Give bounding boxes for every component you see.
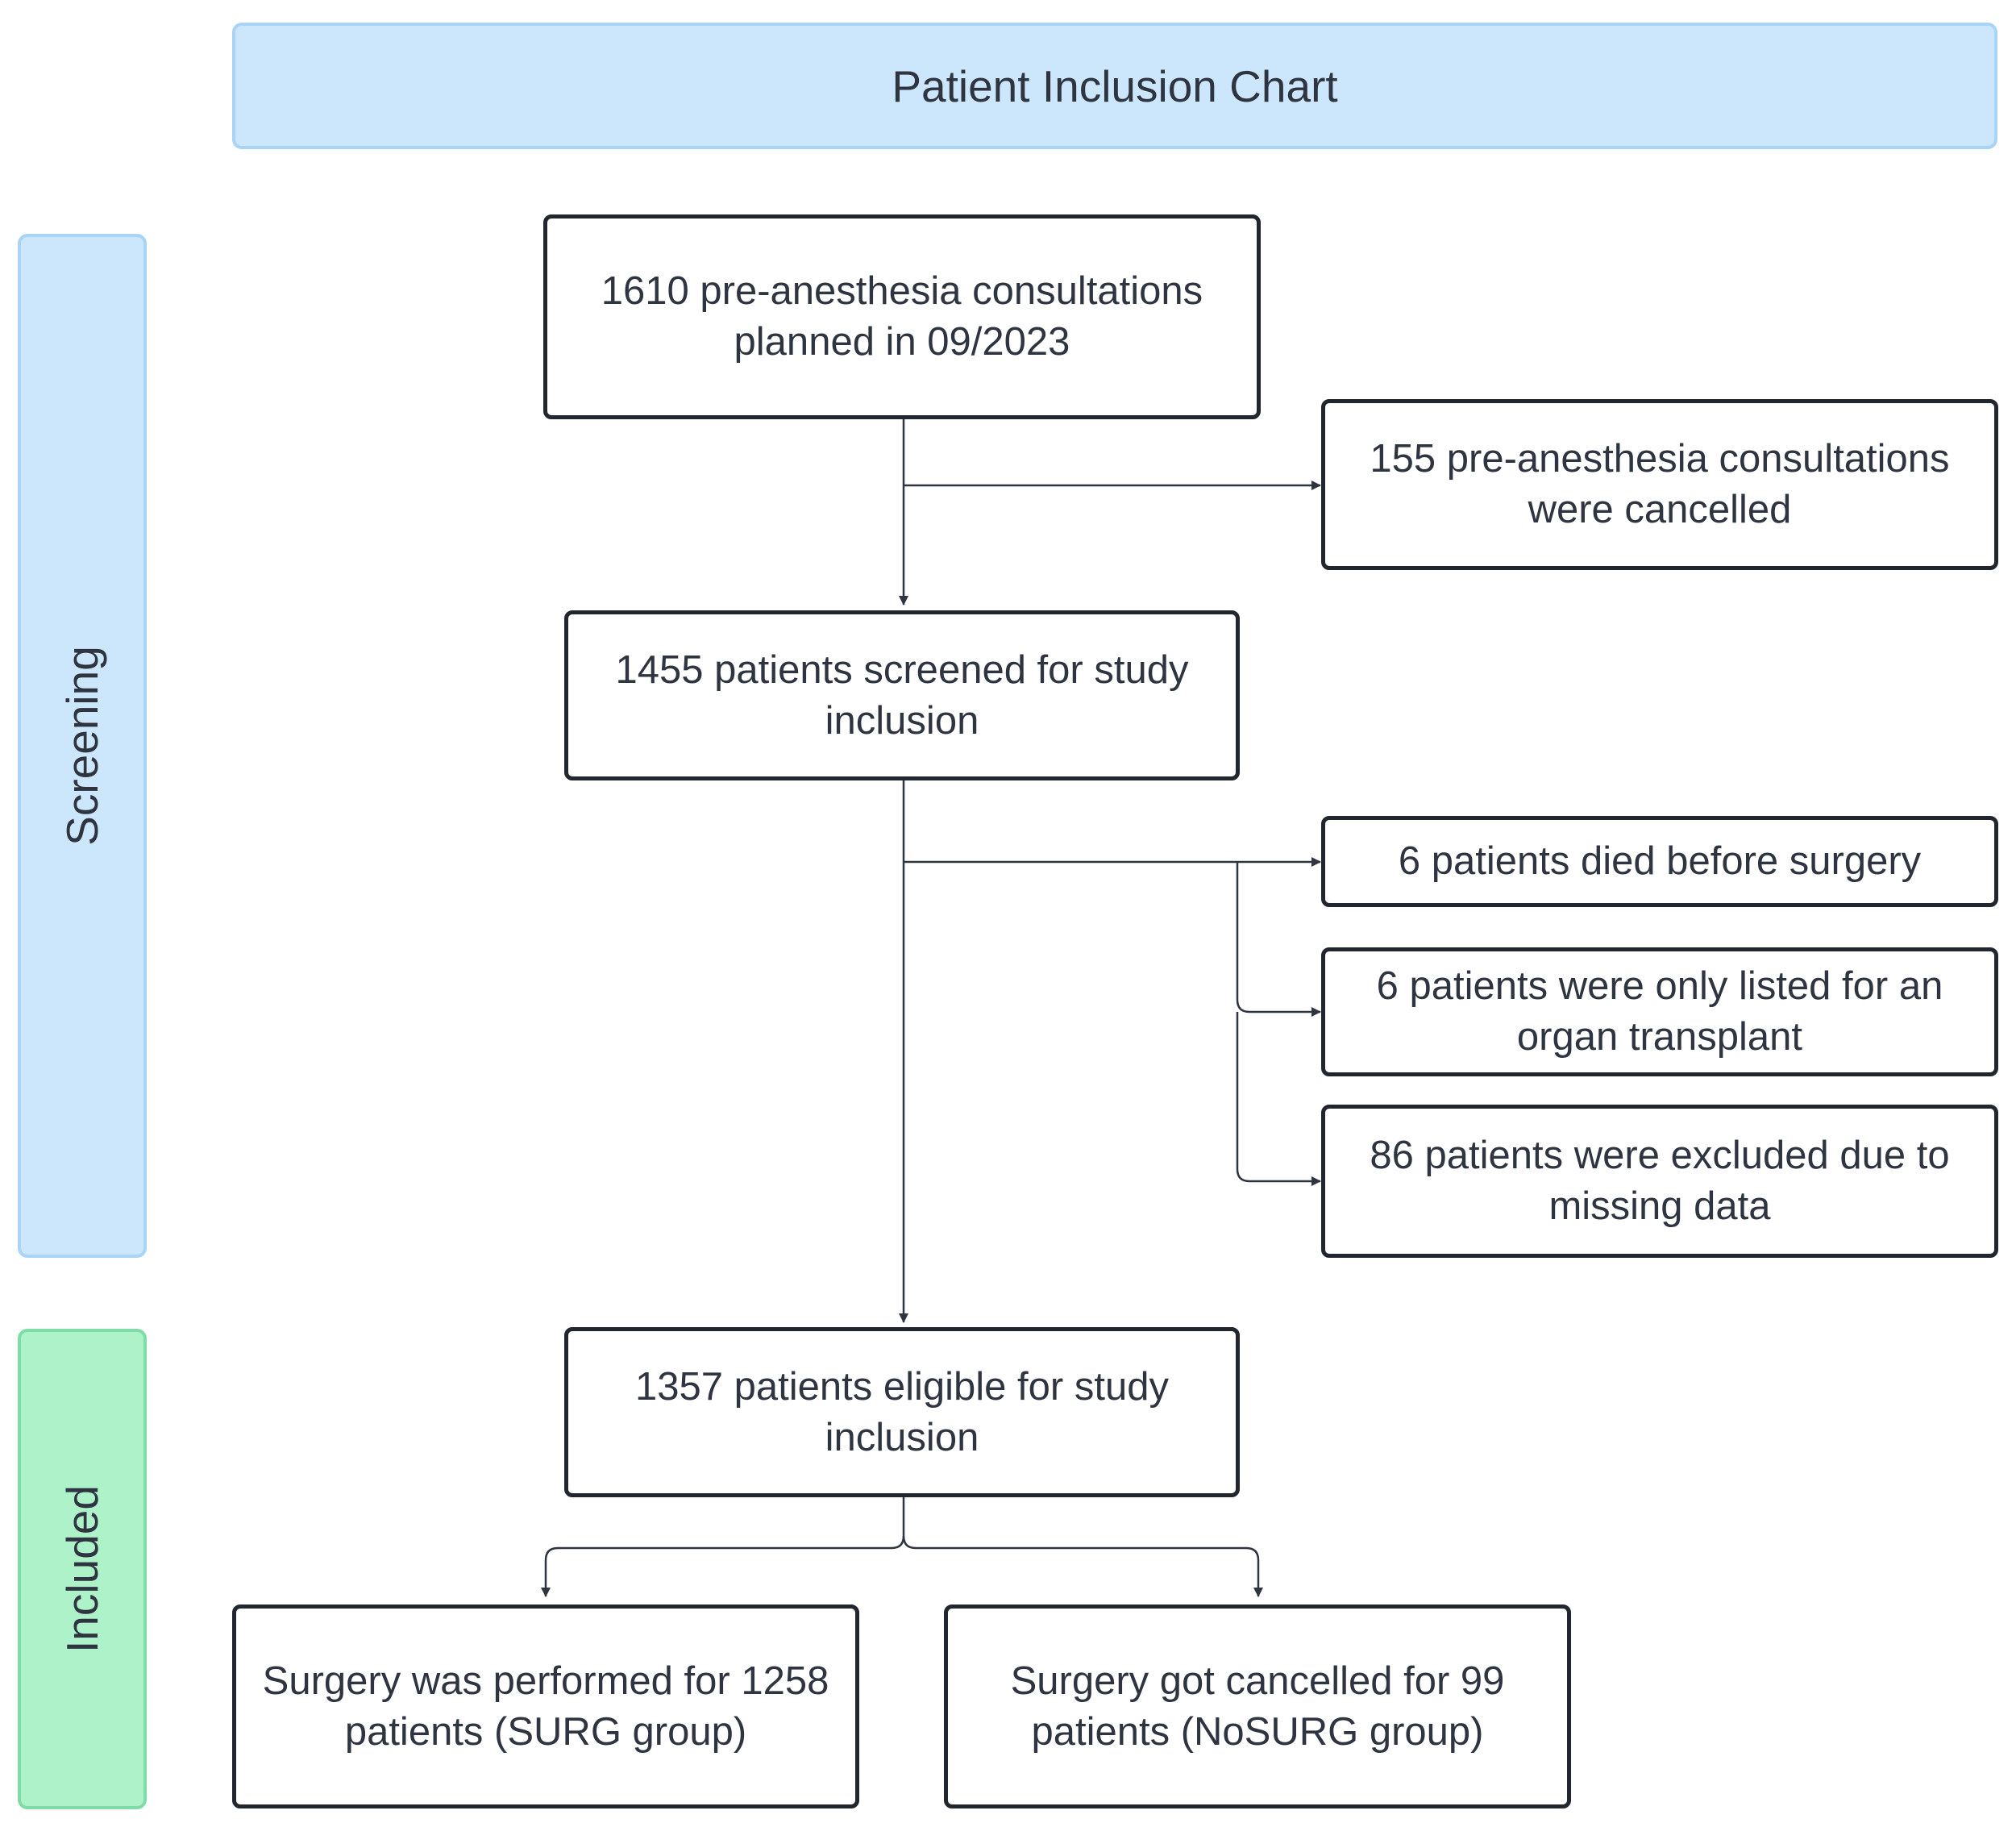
box-surg-group-text: Surgery was performed for 1258 patients … (262, 1659, 829, 1754)
connector-to-missing-data (1236, 1012, 1321, 1186)
box-organ-transplant-text: 6 patients were only listed for an organ… (1376, 964, 1943, 1059)
box-consultations-planned-text: 1610 pre-anesthesia consultations planne… (601, 269, 1203, 364)
box-patients-eligible-text: 1357 patients eligible for study inclusi… (635, 1364, 1169, 1459)
connector-to-organ-transplant (1236, 862, 1321, 1017)
box-missing-data: 86 patients were excluded due to missing… (1321, 1105, 1998, 1258)
box-consultations-planned: 1610 pre-anesthesia consultations planne… (543, 214, 1261, 419)
box-surg-group: Surgery was performed for 1258 patients … (232, 1604, 859, 1808)
box-nosurg-group-text: Surgery got cancelled for 99 patients (N… (1010, 1659, 1505, 1754)
box-patients-screened: 1455 patients screened for study inclusi… (564, 610, 1240, 780)
connector-eligible-split (541, 1497, 905, 1597)
box-consultations-cancelled-text: 155 pre-anesthesia consultations were ca… (1370, 437, 1950, 531)
box-died-before-surgery: 6 patients died before surgery (1321, 816, 1998, 907)
box-missing-data-text: 86 patients were excluded due to missing… (1370, 1134, 1950, 1228)
connector-eligible-to-nosurg (902, 1535, 1263, 1597)
box-patients-screened-text: 1455 patients screened for study inclusi… (615, 647, 1189, 743)
lane-included: Included (18, 1329, 147, 1809)
box-organ-transplant: 6 patients were only listed for an organ… (1321, 947, 1998, 1076)
chart-title: Patient Inclusion Chart (232, 23, 1997, 149)
box-patients-eligible: 1357 patients eligible for study inclusi… (564, 1327, 1240, 1497)
box-nosurg-group: Surgery got cancelled for 99 patients (N… (944, 1604, 1571, 1808)
box-died-before-surgery-text: 6 patients died before surgery (1398, 839, 1922, 883)
lane-screening: Screening (18, 234, 147, 1258)
box-consultations-cancelled: 155 pre-anesthesia consultations were ca… (1321, 399, 1998, 570)
